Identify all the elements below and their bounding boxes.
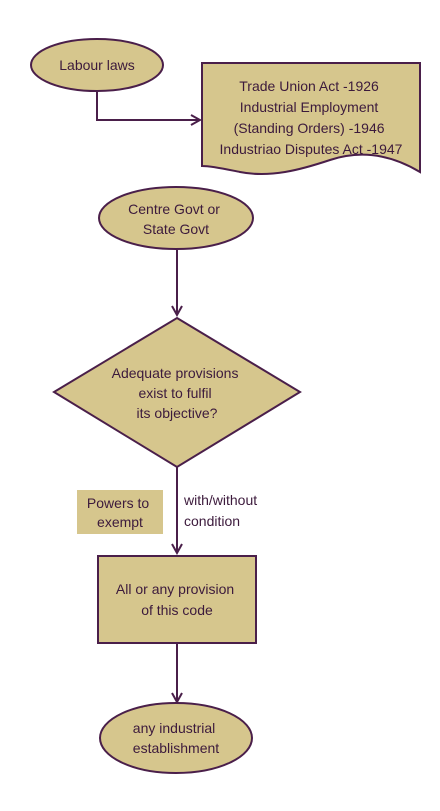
svg-text:Adequate provisions exis: Adequate provisions exist to fulfil its … — [112, 365, 243, 421]
labour-laws-label: Labour laws — [59, 57, 135, 73]
decision-line-2: exist to fulfil — [138, 385, 211, 401]
powers-note: Powers to exempt — [77, 490, 163, 534]
government-line-2: State Govt — [143, 221, 209, 237]
establishment-line-1: any industrial — [133, 720, 216, 736]
labour-laws-node: Labour laws — [30, 38, 164, 92]
edge-label: with/without condition — [183, 492, 261, 529]
government-line-1: Centre Govt or — [128, 201, 220, 217]
acts-line-1: Trade Union Act -1926 — [239, 78, 379, 94]
decision-node: Adequate provisions exist to fulfil its … — [52, 316, 302, 469]
establishment-line-2: establishment — [133, 740, 219, 756]
acts-document-node: Trade Union Act -1926 Industrial Employm… — [201, 62, 421, 176]
acts-line-2: Industrial Employment — [240, 99, 379, 115]
svg-text:Labour laws: Labour laws — [59, 57, 135, 73]
decision-line-3: its objective? — [137, 405, 218, 421]
svg-text:Trade Union Act -1926 In: Trade Union Act -1926 Industrial Employm… — [220, 78, 403, 157]
powers-note-line-1: Powers to — [87, 495, 149, 511]
provision-line-2: of this code — [141, 602, 213, 618]
decision-line-1: Adequate provisions — [112, 365, 239, 381]
provision-line-1: All or any provision — [116, 581, 234, 597]
svg-text:with/without condition: with/without condition — [183, 492, 261, 529]
provision-node: All or any provision of this code — [97, 555, 257, 644]
government-node: Centre Govt or State Govt — [98, 186, 254, 250]
powers-note-line-2: exempt — [97, 514, 143, 530]
svg-text:any industrial establish: any industrial establishment — [133, 720, 219, 756]
acts-line-4: Industriao Disputes Act -1947 — [220, 141, 403, 157]
establishment-node: any industrial establishment — [99, 702, 253, 774]
connector-labour-to-acts — [96, 90, 200, 120]
acts-line-3: (Standing Orders) -1946 — [234, 120, 385, 136]
svg-text:All or any provision of: All or any provision of this code — [116, 581, 238, 618]
edge-label-line-2: condition — [184, 513, 240, 529]
svg-text:Centre Govt or State Gov: Centre Govt or State Govt — [128, 201, 224, 237]
edge-label-line-1: with/without — [183, 492, 257, 508]
svg-text:Powers to exempt: Powers to exempt — [87, 495, 153, 530]
